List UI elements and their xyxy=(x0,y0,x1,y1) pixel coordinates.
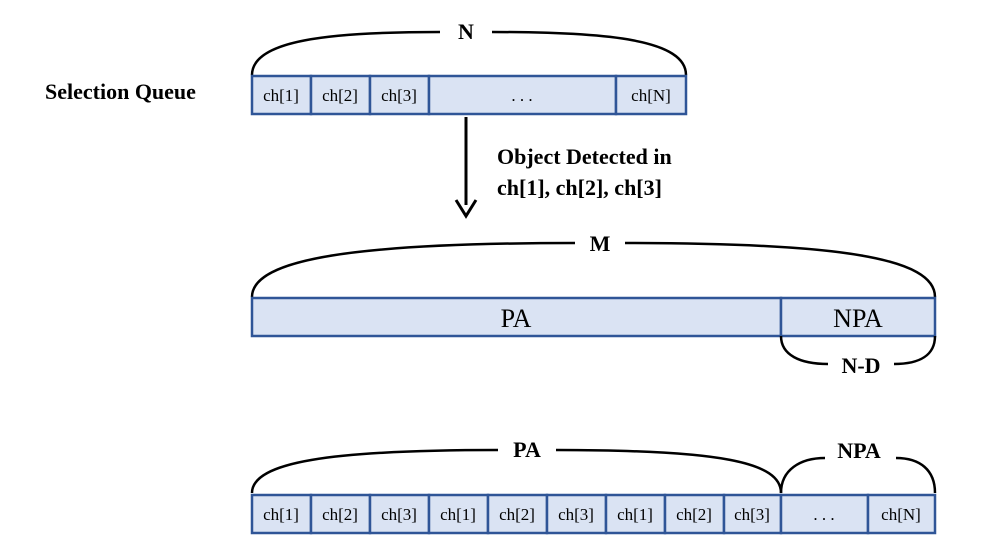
bottom-cell-4-label: ch[1] xyxy=(440,505,476,524)
brace-m xyxy=(250,241,937,298)
bottom-cell-4 xyxy=(427,493,490,535)
bottom-cell-6-label: ch[3] xyxy=(558,505,594,524)
bottom-queue: ch[1] ch[2] ch[3] ch[1] ch[2] ch[3] ch[1… xyxy=(250,493,937,535)
label-n-d: N-D xyxy=(841,353,880,378)
top-cell-3-label: ch[3] xyxy=(381,86,417,105)
detected-line-2: ch[1], ch[2], ch[3] xyxy=(497,175,662,200)
bottom-cell-5-label: ch[2] xyxy=(499,505,535,524)
label-m: M xyxy=(590,231,611,256)
bottom-cell-3 xyxy=(368,493,431,535)
top-cell-1-label: ch[1] xyxy=(263,86,299,105)
down-arrow-icon xyxy=(454,117,478,219)
bottom-cell-11 xyxy=(866,493,937,535)
top-cell-5-label: ch[N] xyxy=(631,86,671,105)
bottom-cell-2-label: ch[2] xyxy=(322,505,358,524)
top-queue: ch[1] ch[2] ch[3] . . . ch[N] xyxy=(250,74,688,116)
bottom-cell-7-label: ch[1] xyxy=(617,505,653,524)
top-cell-3 xyxy=(368,74,431,116)
brace-npa xyxy=(779,456,937,494)
bottom-cell-11-label: ch[N] xyxy=(881,505,921,524)
brace-n-d xyxy=(779,335,937,366)
middle-pa-label: PA xyxy=(501,304,532,333)
bottom-cell-10 xyxy=(779,493,870,535)
label-pa: PA xyxy=(513,437,541,462)
bottom-cell-9 xyxy=(722,493,783,535)
bottom-cell-10-label: . . . xyxy=(813,505,834,524)
middle-bar: PA NPA xyxy=(250,296,937,338)
top-cell-5 xyxy=(614,74,688,116)
brace-pa xyxy=(250,448,783,494)
bottom-cell-6 xyxy=(545,493,608,535)
top-cell-2-label: ch[2] xyxy=(322,86,358,105)
brace-n xyxy=(250,30,688,76)
selection-queue-label: Selection Queue xyxy=(45,79,196,104)
top-cell-4 xyxy=(427,74,618,116)
middle-npa-label: NPA xyxy=(833,304,883,333)
label-n: N xyxy=(458,19,474,44)
top-cell-4-label: . . . xyxy=(511,86,532,105)
bottom-cell-8-label: ch[2] xyxy=(676,505,712,524)
label-npa: NPA xyxy=(837,438,881,463)
bottom-cell-2 xyxy=(309,493,372,535)
bottom-cell-3-label: ch[3] xyxy=(381,505,417,524)
detected-line-1: Object Detected in xyxy=(497,144,672,169)
middle-npa-cell xyxy=(779,296,937,338)
bottom-cell-9-label: ch[3] xyxy=(734,505,770,524)
bottom-cell-1-label: ch[1] xyxy=(263,505,299,524)
